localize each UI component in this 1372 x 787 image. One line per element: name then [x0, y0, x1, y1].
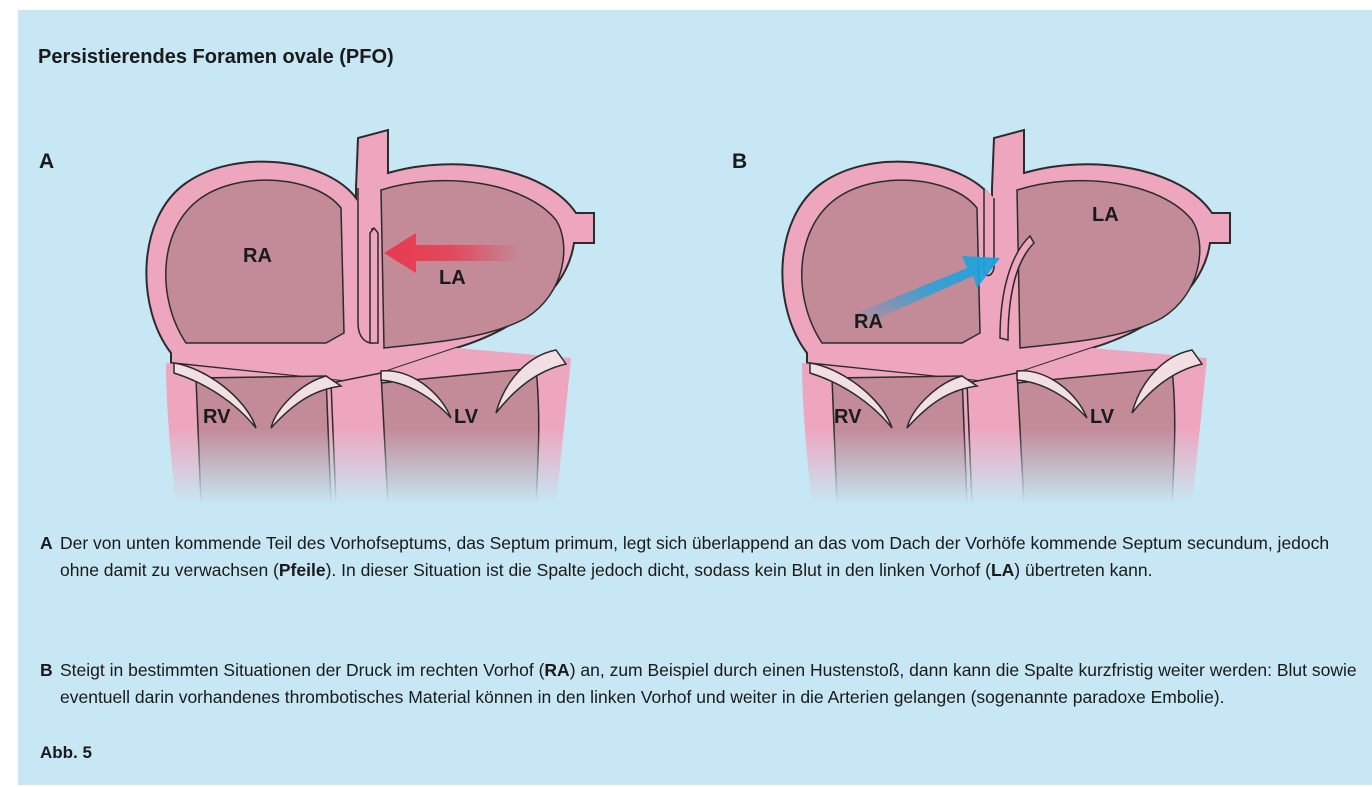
label-ra-a: RA	[243, 245, 272, 267]
figure-title: Persistierendes Foramen ovale (PFO)	[38, 46, 394, 69]
label-la-a: LA	[439, 267, 466, 289]
caption-a: A Der von unten kommende Teil des Vorhof…	[40, 530, 1360, 584]
caption-a-bold-2: LA	[991, 560, 1014, 580]
heart-walls-b	[762, 130, 1232, 504]
right-atrium-b	[802, 180, 980, 343]
heart-walls	[126, 130, 596, 504]
figure-b-letter: B	[732, 150, 747, 174]
label-lv-a: LV	[454, 406, 479, 428]
caption-a-bold-1: Pfeile	[279, 560, 326, 580]
label-la-b: LA	[1092, 204, 1119, 226]
caption-a-text-3: ) übertreten kann.	[1014, 560, 1152, 580]
caption-b: B Steigt in bestimmten Situationen der D…	[40, 657, 1360, 711]
caption-b-letter: B	[40, 657, 53, 684]
label-lv-b: LV	[1090, 406, 1115, 428]
heart-diagram-b: LA RA RV LV	[762, 128, 1232, 504]
figure-a-letter: A	[39, 150, 54, 174]
figure-panel: Persistierendes Foramen ovale (PFO) A B	[18, 10, 1372, 785]
caption-b-bold-1: RA	[544, 660, 569, 680]
heart-diagram-a: RA LA RV LV	[126, 128, 596, 504]
caption-a-letter: A	[40, 530, 53, 557]
figure-reference: Abb. 5	[40, 743, 92, 763]
label-ra-b: RA	[854, 311, 883, 333]
caption-b-text-1: Steigt in bestimmten Situationen der Dru…	[60, 660, 544, 680]
caption-a-text-2: ). In dieser Situation ist die Spalte je…	[326, 560, 991, 580]
label-rv-a: RV	[203, 406, 231, 428]
label-rv-b: RV	[834, 406, 862, 428]
septum-primum	[370, 228, 378, 343]
